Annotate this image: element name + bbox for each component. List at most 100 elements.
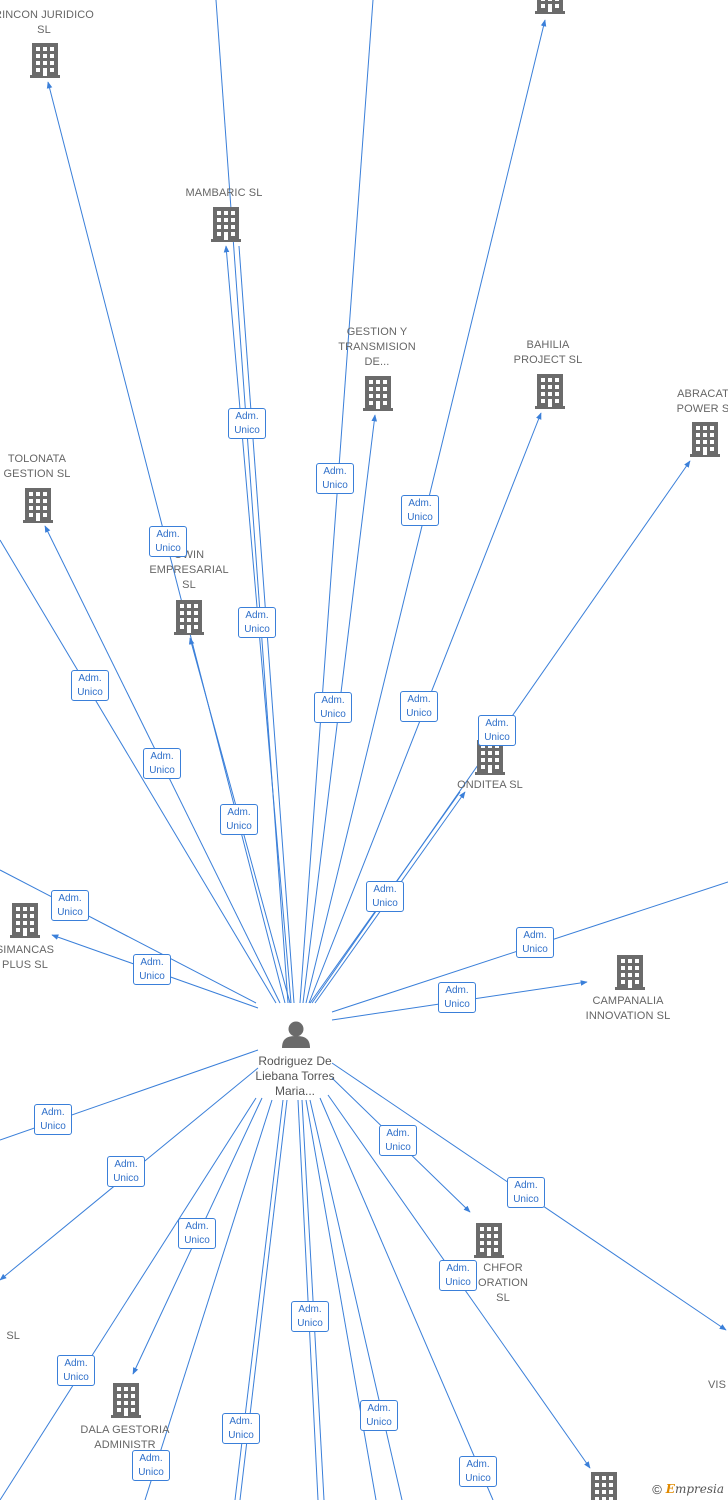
company-label-gestion[interactable]: GESTION Y TRANSMISION DE... [338,326,416,368]
edge-label-line1: Adm. [446,1263,470,1274]
company-label-campanalia[interactable]: CAMPANALIA INNOVATION SL [585,995,671,1022]
edge-label-line1: Adm. [408,498,432,509]
edge-label-line2: Unico [244,624,270,635]
company-label-onditea[interactable]: ONDITEA SL [457,779,523,791]
company-label-vis[interactable]: VIS [708,1379,727,1391]
edge-down-7 [309,1099,403,1500]
edge-label-adm-unico[interactable]: Adm. Unico [220,804,258,835]
edge-label-line2: Unico [320,709,346,720]
edge-label-adm-unico[interactable]: Adm. Unico [222,1413,260,1444]
edge-left-4 [0,1097,257,1500]
edge-label-line2: Unico [113,1173,139,1184]
edge-label-adm-unico[interactable]: Adm.Unico [400,691,438,722]
edge-down-8 [319,1097,494,1500]
edge-label-line1: Adm. [235,411,259,422]
edge-label-line2: Unico [465,1473,491,1484]
edge-label-line1: Adm. [445,985,469,996]
company-label-mambaric[interactable]: MAMBARIC SL [185,187,263,199]
edge-label-adm-unico[interactable]: Adm.Unico [238,607,276,638]
edge-label-adm-unico[interactable]: Adm.Unico [507,1177,545,1208]
edge-label-adm-unico[interactable]: Adm.Unico [57,1355,95,1386]
building-icon-campanalia [615,955,645,990]
edge-label-adm-unico[interactable]: Adm.Unico [178,1218,216,1249]
edge-label-adm-unico[interactable]: Adm. Unico [379,1125,417,1156]
company-label-owin[interactable]: OWIN EMPRESARIAL SL [149,549,229,591]
footer: © Empresia [652,1478,728,1500]
person-icon [282,1021,310,1048]
edge-label-line2: Unico [407,512,433,523]
edge-label-adm-unico[interactable]: Adm.Unico [316,463,354,494]
edge-label-adm-unico[interactable]: Adm. Unico [107,1156,145,1187]
edge-label-line1: Adm. [466,1459,490,1470]
building-icon-bottom-right [589,1472,619,1500]
edge-label-line1: Adm. [407,694,431,705]
edge-label-adm-unico[interactable]: Adm. Unico [439,1260,477,1291]
edge-label-adm-unico[interactable]: Adm. Unico [143,748,181,779]
edge-label-line2: Unico [234,425,260,436]
edge-label-line2: Unico [228,1430,254,1441]
building-icon-simancas [10,903,40,938]
edge-label-adm-unico[interactable]: Adm.Unico [314,692,352,723]
company-label-simancas[interactable]: SIMANCAS PLUS SL [0,944,55,971]
edge-label-line2: Unico [155,543,181,554]
brand-initial: E [665,1482,675,1496]
edge-label-adm-unico[interactable]: Adm.Unico [34,1104,72,1135]
edge-label-line1: Adm. [139,1453,163,1464]
building-icon-bahilia [535,374,565,409]
edge-label-adm-unico[interactable]: Adm.Unico [132,1450,170,1481]
edge-down-1 [144,1099,273,1500]
edge-label-adm-unico[interactable]: Adm.Unico [360,1400,398,1431]
edge-label-line2: Unico [184,1235,210,1246]
edge-label-line1: Adm. [140,957,164,968]
edge-label-adm-unico[interactable]: Adm.Unico [291,1301,329,1332]
building-icon-gestion [363,376,393,411]
edge-label-adm-unico[interactable]: Adm.Unico [438,982,476,1013]
copyright-symbol: © [652,1481,662,1497]
edge-label-line2: Unico [139,971,165,982]
edge-label-line2: Unico [484,732,510,743]
edge-label-adm-unico[interactable]: Adm. Unico [133,954,171,985]
edge-label-line2: Unico [513,1194,539,1205]
building-icon-owin [174,600,204,635]
edge-label-adm-unico[interactable]: Adm.Unico [478,715,516,746]
edge-label-line1: Adm. [114,1159,138,1170]
company-label-tolonata[interactable]: TOLONATA GESTION SL [3,453,71,480]
company-label-rincon[interactable]: RINCON JURIDICO SL [0,9,94,36]
edge-label-line1: Adm. [41,1107,65,1118]
edge-label-adm-unico[interactable]: Adm.Unico [366,881,404,912]
edge-label-line2: Unico [63,1372,89,1383]
edge-label-line2: Unico [77,687,103,698]
edge-label-adm-unico[interactable]: Adm. Unico [71,670,109,701]
edge-left-2 [0,869,257,1004]
edge-label-line2: Unico [385,1142,411,1153]
edge-label-line1: Adm. [150,751,174,762]
edge-label-line2: Unico [445,1277,471,1288]
edge-label-adm-unico[interactable]: Adm. Unico [401,495,439,526]
brand-logo[interactable]: Empresia [666,1482,724,1496]
edge-label-line2: Unico [366,1417,392,1428]
company-label-chfor[interactable]: CHFOR ORATION SL [478,1262,528,1304]
company-label-dala[interactable]: DALA GESTORIA ADMINISTR [80,1424,170,1451]
company-label-bahilia[interactable]: BAHILIA PROJECT SL [513,339,583,366]
company-label-left-sl[interactable]: SL [6,1330,20,1342]
edge-label-line1: Adm. [229,1416,253,1427]
edge-label-adm-unico[interactable]: Adm.Unico [51,890,89,921]
edge-label-line2: Unico [149,765,175,776]
company-label-abracat[interactable]: ABRACAT POWER S [676,388,728,415]
edge-label-adm-unico[interactable]: Adm. Unico [149,526,187,557]
edge-label-line1: Adm. [227,807,251,818]
edge-label-line1: Adm. [78,673,102,684]
edge-label-adm-unico[interactable]: Adm.Unico [516,927,554,958]
edge-label-line1: Adm. [298,1304,322,1315]
company-icons [10,0,720,1500]
edge-label-adm-unico[interactable]: Adm. Unico [459,1456,497,1487]
person-label[interactable]: Rodriguez De Liebana Torres Maria... [255,1054,335,1098]
edge-label-line2: Unico [226,821,252,832]
building-icon-mambaric [211,207,241,242]
edge-label-adm-unico[interactable]: Adm. Unico [228,408,266,439]
edge-label-line1: Adm. [156,529,180,540]
building-icon-rincon [30,43,60,78]
building-icon-chfor [474,1223,504,1258]
edge-label-line1: Adm. [386,1128,410,1139]
